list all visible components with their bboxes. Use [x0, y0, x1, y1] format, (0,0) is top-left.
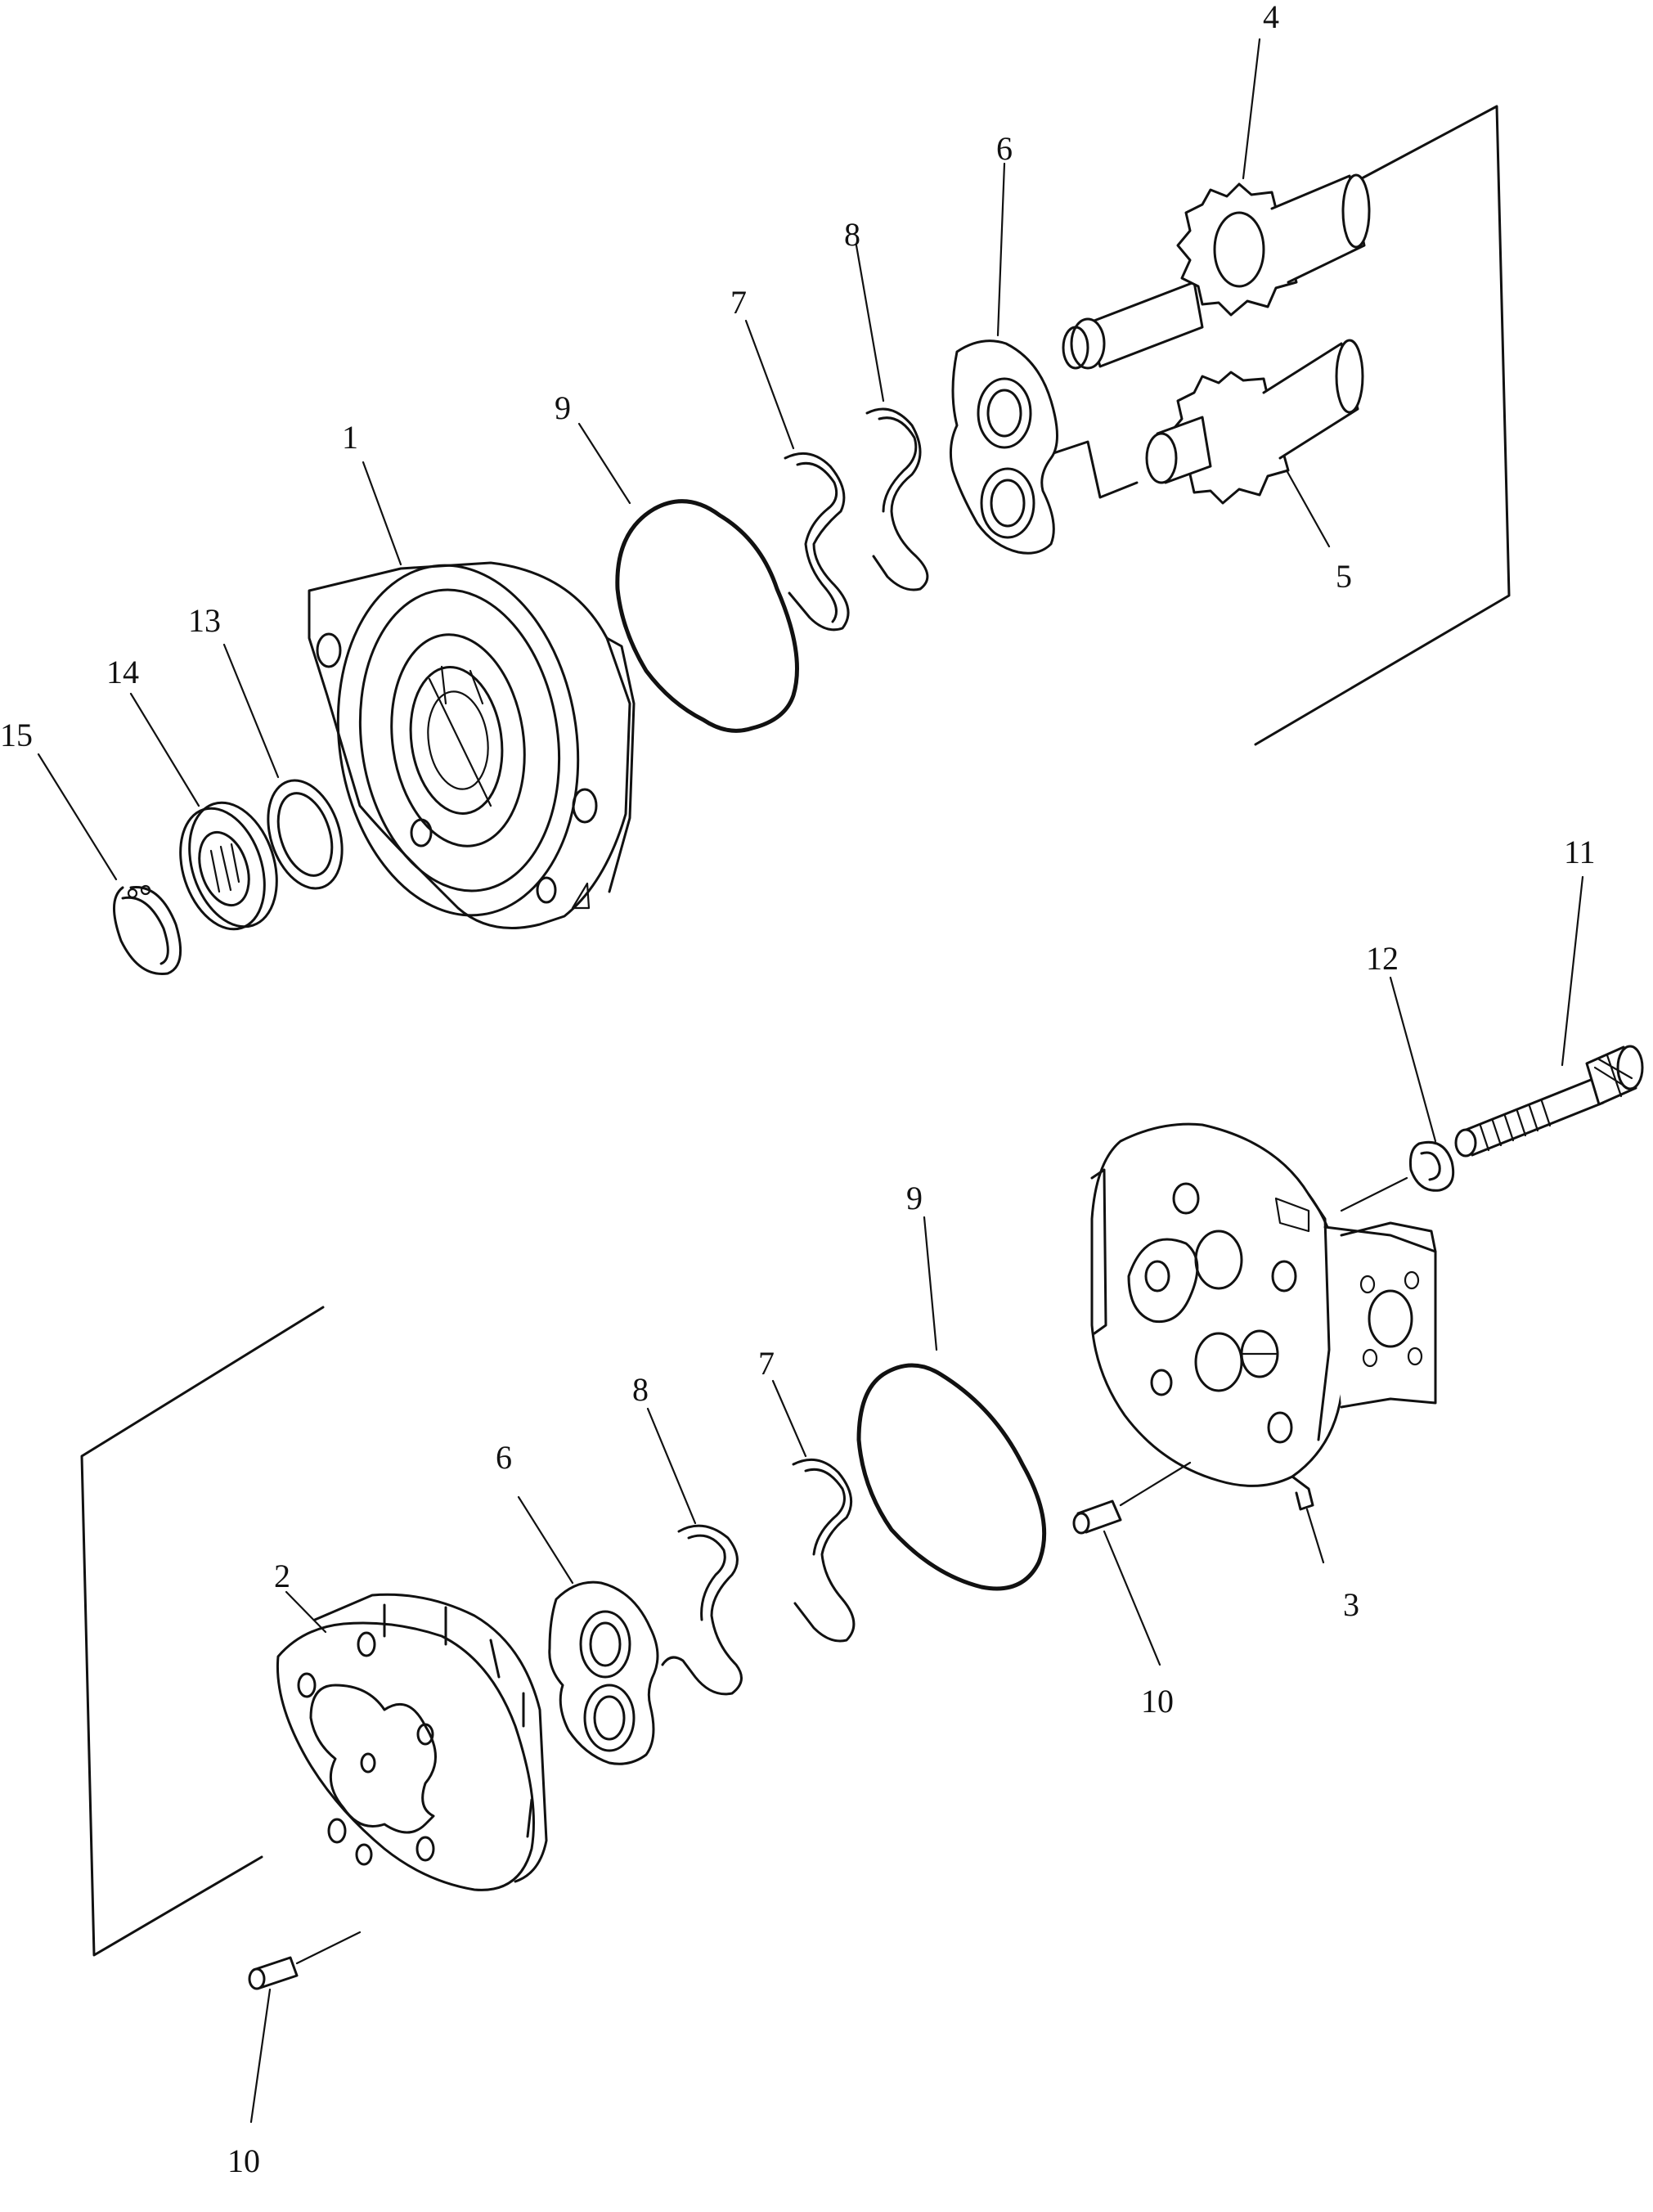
part-7-backup-ring-upper: [784, 452, 850, 632]
lower-group-bracket: [80, 1306, 325, 1957]
part-5-driven-gear: [1145, 339, 1364, 505]
callout-6a: 6: [996, 130, 1013, 167]
part-14-seal: [179, 801, 278, 931]
callout-12: 12: [1366, 940, 1399, 977]
callout-labels: 1 2 3 4 5 6 6 7 7 8 8 9 9 10 10 11 12 13…: [0, 0, 1596, 2179]
part-9-o-ring-lower: [856, 1363, 1047, 1591]
part-7-backup-ring-lower: [792, 1458, 856, 1643]
callout-4: 4: [1263, 0, 1279, 35]
part-4-drive-gear: [1062, 173, 1371, 370]
part-6-bushing-upper: [949, 339, 1058, 555]
callout-9a: 9: [555, 389, 571, 426]
part-8-seal-upper: [865, 407, 929, 591]
part-10-dowel-pin-right: [1072, 1461, 1192, 1535]
part-6-bushing-lower: [548, 1580, 659, 1765]
part-1-front-cover: [308, 561, 636, 929]
part-12-washer: [1409, 1140, 1455, 1192]
part-8-seal-lower: [661, 1524, 743, 1696]
part-11-bolt: [1454, 1045, 1644, 1158]
callout-10b: 10: [227, 2142, 260, 2179]
callout-6b: 6: [496, 1439, 512, 1476]
callout-7a: 7: [730, 284, 747, 321]
part-2-gear-case: [276, 1593, 548, 1891]
callout-8b: 8: [632, 1371, 649, 1408]
callout-8a: 8: [844, 216, 860, 253]
callout-15: 15: [0, 717, 33, 753]
callout-leaders: [37, 38, 1584, 2124]
part-10-dowel-pin-left: [248, 1931, 362, 1990]
callout-13: 13: [188, 602, 221, 639]
callout-5: 5: [1336, 558, 1352, 595]
bolt-axis-line: [1340, 1176, 1408, 1212]
callout-2: 2: [274, 1558, 290, 1594]
upper-group-bracket: [1037, 105, 1511, 746]
part-13-washer: [267, 779, 344, 890]
part-15-snap-ring: [113, 884, 182, 975]
callout-1: 1: [342, 419, 358, 456]
callout-10a: 10: [1141, 1683, 1174, 1720]
callout-3: 3: [1343, 1586, 1359, 1623]
part-9-o-ring-upper: [615, 499, 799, 733]
callout-9b: 9: [906, 1180, 923, 1216]
callout-11: 11: [1564, 834, 1596, 870]
callout-14: 14: [106, 654, 139, 690]
part-3-rear-cover: [1090, 1122, 1437, 1511]
callout-7b: 7: [758, 1345, 775, 1382]
